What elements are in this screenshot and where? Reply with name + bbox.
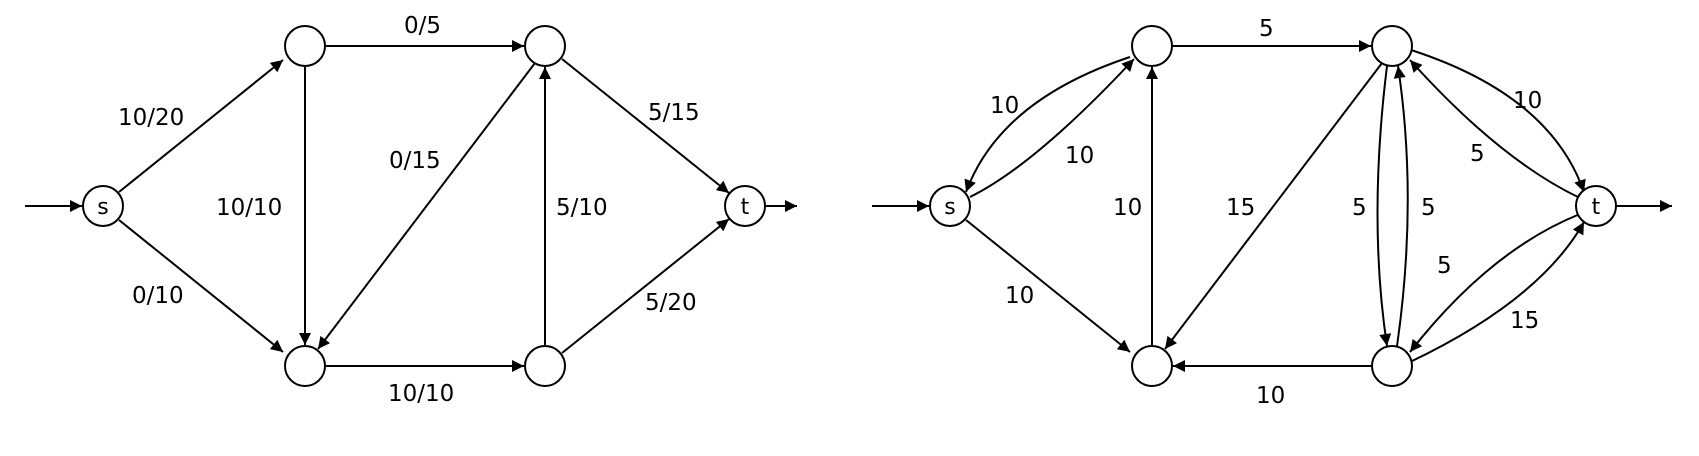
edge-t-u2	[1409, 59, 1581, 199]
node-label: t	[741, 195, 750, 220]
edge-u2-d1	[317, 62, 536, 350]
edge-u2-d1	[1164, 62, 1383, 350]
node	[1371, 345, 1413, 387]
edge-t-d2	[1409, 213, 1581, 353]
edge-label: 10/10	[216, 195, 282, 221]
edge-u1-s	[964, 56, 1131, 193]
edge-label: 5	[1470, 141, 1485, 167]
edge-u2-d2	[1376, 65, 1392, 347]
edge-label: 0/10	[132, 283, 184, 309]
node	[524, 345, 566, 387]
edge-label: 15	[1226, 195, 1255, 221]
node	[284, 345, 326, 387]
edge-label: 10/20	[118, 105, 184, 131]
edge-label: 5	[1352, 195, 1367, 221]
edge-label: 5/20	[645, 290, 697, 316]
node-source	[929, 185, 971, 227]
edge-label: 5	[1259, 16, 1274, 42]
edge-d2-u2	[1393, 65, 1409, 347]
edge-d2-t	[561, 218, 730, 354]
node-sink	[724, 185, 766, 227]
edge-s-u1	[969, 58, 1135, 198]
edge-label: 10	[1005, 283, 1034, 309]
node	[1131, 345, 1173, 387]
node-label: s	[944, 195, 955, 220]
edge-u2-t	[1410, 49, 1586, 193]
node-label: t	[1592, 195, 1601, 220]
node-source	[82, 185, 124, 227]
edge-d2-t	[1409, 221, 1585, 363]
edge-label: 5/10	[556, 195, 608, 221]
edge-label: 10	[990, 93, 1019, 119]
edge-label: 0/5	[404, 13, 441, 39]
node	[1131, 25, 1173, 67]
edge-label: 10	[1065, 143, 1094, 169]
edge-label: 15	[1510, 308, 1539, 334]
node	[1371, 25, 1413, 67]
flow-network-graph: 10/20 0/10 0/5 10/10 0/15 5/15 10/10 5/1…	[25, 13, 797, 407]
node-label: s	[97, 195, 108, 220]
residual-network-graph: 10 10 10 5 10 15 5 5 10 5 5 15 10 s t	[872, 16, 1672, 409]
edge-s-d1	[965, 219, 1131, 353]
edge-label: 10/10	[388, 381, 454, 407]
node	[284, 25, 326, 67]
edge-u2-t	[561, 58, 730, 194]
edge-label: 5/15	[648, 100, 700, 126]
edge-label: 10	[1113, 195, 1142, 221]
edge-s-u1	[118, 59, 284, 193]
edge-label: 5	[1421, 195, 1436, 221]
node	[524, 25, 566, 67]
edge-label: 10	[1256, 383, 1285, 409]
node-sink	[1575, 185, 1617, 227]
edge-label: 5	[1437, 253, 1452, 279]
edge-s-d1	[118, 219, 284, 353]
edge-label: 10	[1513, 88, 1542, 114]
edge-label: 0/15	[389, 148, 441, 174]
